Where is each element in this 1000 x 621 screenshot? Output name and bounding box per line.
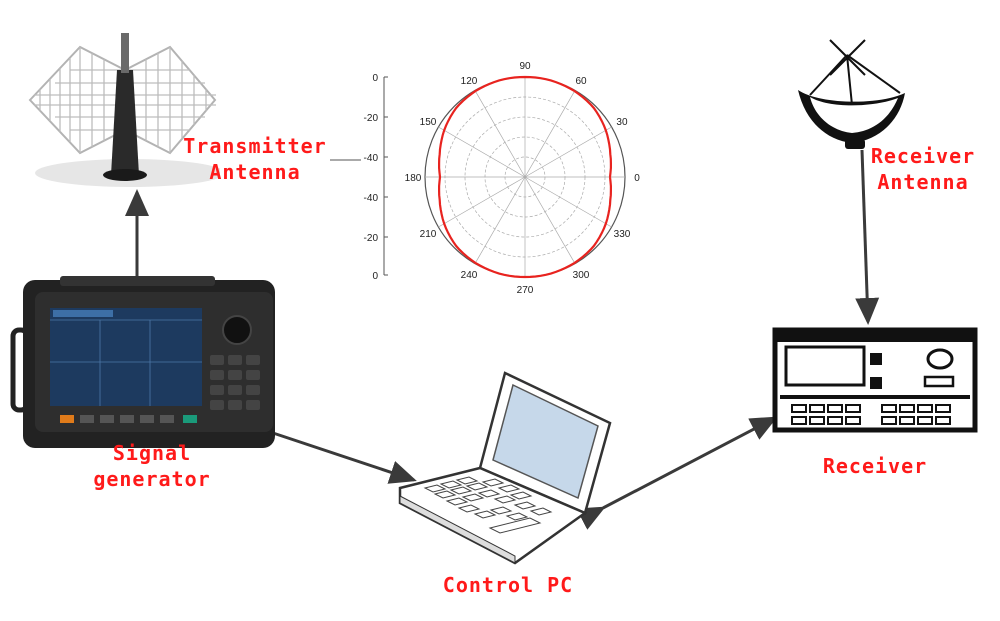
angle-tick-label: 210 (420, 229, 437, 240)
grid-spoke (524, 176, 576, 264)
transmitter-label-line2: Antenna (209, 160, 301, 184)
arrow-receiver-antenna-to-receiver (855, 149, 880, 325)
angle-tick-label: 270 (517, 285, 534, 294)
angle-tick-label: 150 (420, 117, 437, 128)
transmitter-label-line1: Transmitter (183, 134, 327, 158)
transmitter-antenna-label: Transmitter Antenna (180, 133, 330, 185)
radial-tick-label-center: -60 (364, 173, 379, 184)
radial-tick-label: -40 (364, 153, 379, 164)
grid-spoke (438, 176, 526, 228)
angle-tick-label: 60 (575, 76, 587, 87)
angle-tick-label: 330 (614, 229, 631, 240)
control-pc-image (398, 371, 612, 565)
receiver-label: Receiver (822, 454, 928, 478)
radial-tick-label: -20 (364, 233, 379, 244)
control-pc-label: Control PC (442, 573, 574, 597)
radiation-pattern-chart: 90603003303002702402101801501200-20-40-6… (364, 62, 641, 294)
arrow-pc-receiver-bidirectional (576, 416, 778, 530)
grid-spoke (438, 126, 526, 178)
radial-tick-label: -40 (364, 193, 379, 204)
grid-spoke (524, 176, 612, 228)
grid-spoke (524, 126, 612, 178)
arrow-generator-to-pc (269, 430, 417, 484)
radial-tick-label: -20 (364, 113, 379, 124)
angle-tick-label: 180 (405, 173, 422, 184)
receiver-image (772, 327, 978, 433)
signal-generator-image (10, 276, 275, 448)
grid-spoke (474, 90, 526, 178)
signal-generator-label: Signal generator (82, 440, 222, 492)
receiver-antenna-label: Receiver Antenna (858, 143, 988, 195)
grid-spoke (474, 176, 526, 264)
receiver-antenna-label-line2: Antenna (877, 170, 969, 194)
angle-tick-label: 240 (461, 270, 478, 281)
angle-tick-label: 120 (461, 76, 478, 87)
radial-tick-label: 0 (372, 271, 378, 282)
angle-tick-label: 90 (519, 62, 531, 72)
angle-tick-label: 0 (634, 173, 640, 184)
signal-generator-label-line2: generator (93, 467, 211, 491)
grid-spoke (524, 90, 576, 178)
angle-tick-label: 30 (616, 117, 628, 128)
pattern-series-line (437, 75, 612, 279)
signal-generator-label-line1: Signal (112, 441, 192, 465)
angle-tick-label: 300 (573, 270, 590, 281)
receiver-antenna-image (798, 39, 905, 149)
receiver-antenna-label-line1: Receiver (870, 144, 976, 168)
transmitter-antenna-image (28, 33, 220, 187)
radial-tick-label: 0 (372, 73, 378, 84)
